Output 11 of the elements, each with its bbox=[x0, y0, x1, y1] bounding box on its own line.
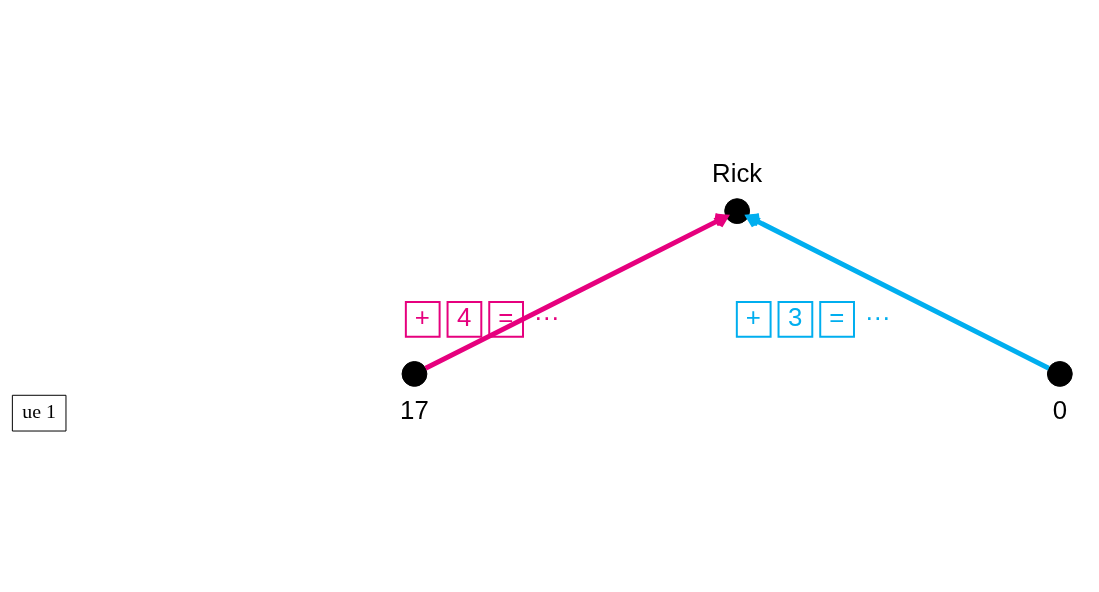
arrow bbox=[746, 213, 1050, 371]
node-label: Rick bbox=[712, 158, 763, 187]
node-box: ue 1 bbox=[11, 394, 67, 432]
node-circle bbox=[1046, 361, 1073, 387]
node-circle bbox=[724, 198, 751, 224]
node-label: 0 bbox=[1052, 396, 1068, 425]
node-label: 17 bbox=[400, 396, 429, 425]
edge-label: + 3 = ··· bbox=[745, 302, 891, 331]
node-circle bbox=[401, 361, 428, 387]
arrow bbox=[424, 213, 729, 371]
edge-label: + 4 = ··· bbox=[414, 302, 560, 331]
